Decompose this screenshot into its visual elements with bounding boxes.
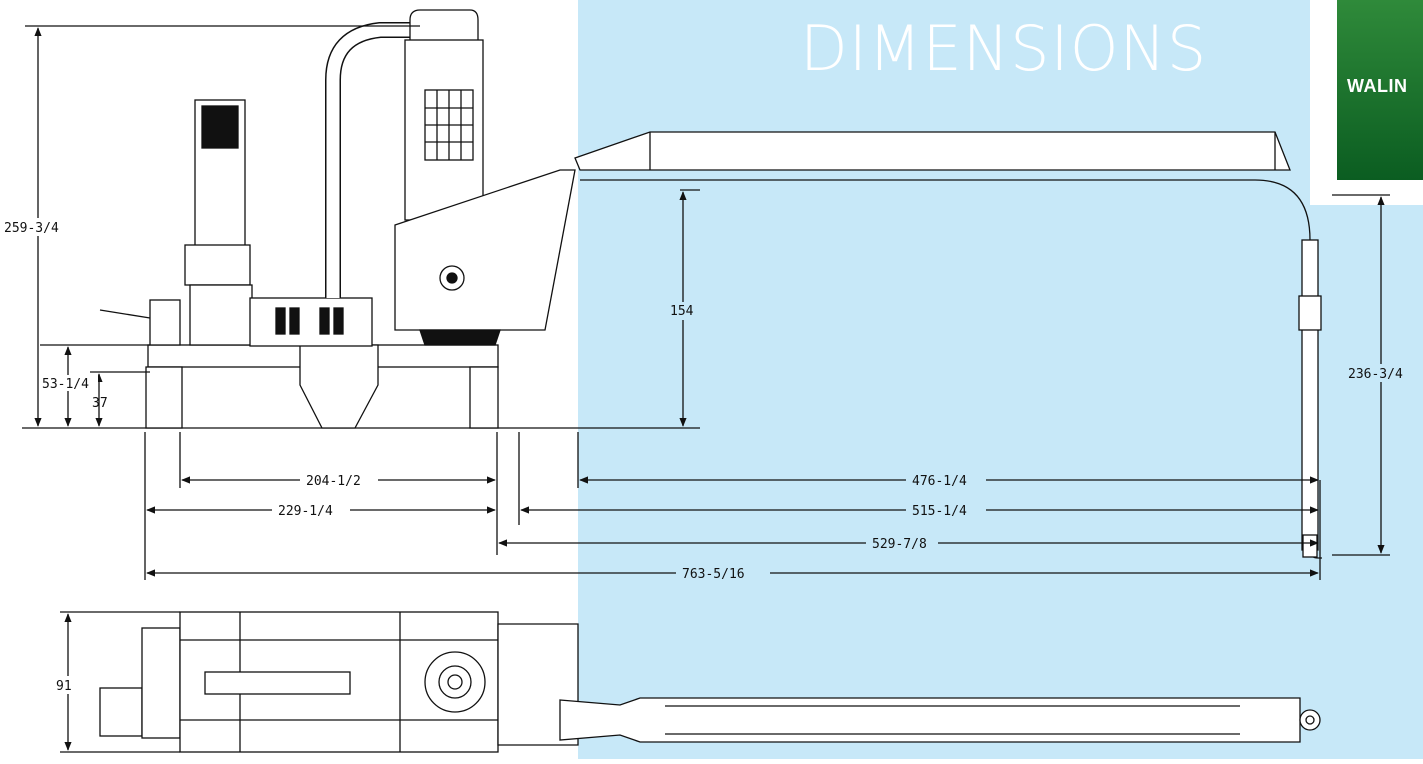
dim-frame-height: 53-1/4 <box>42 377 89 392</box>
dim-229: 229-1/4 <box>278 504 333 519</box>
blue-panel <box>578 0 1310 759</box>
dim-529: 529-7/8 <box>872 537 927 552</box>
blue-panel-right <box>1310 205 1423 759</box>
side-view-machine <box>22 9 1322 559</box>
page-title: DIMENSIONS <box>800 12 1208 85</box>
dim-spout-drop: 236-3/4 <box>1348 367 1403 382</box>
dim-lower-height: 37 <box>92 396 108 411</box>
logo-text: WALIN <box>1347 76 1408 96</box>
dim-overall-height: 259-3/4 <box>4 221 59 236</box>
dim-763: 763-5/16 <box>682 567 745 582</box>
dim-width: 91 <box>56 679 72 694</box>
dim-515: 515-1/4 <box>912 504 967 519</box>
dim-476: 476-1/4 <box>912 474 967 489</box>
dim-204: 204-1/2 <box>306 474 361 489</box>
dim-boom-clearance: 154 <box>670 304 694 319</box>
brand-logo: WALIN <box>1337 0 1423 180</box>
top-view-machine <box>99 611 1321 753</box>
